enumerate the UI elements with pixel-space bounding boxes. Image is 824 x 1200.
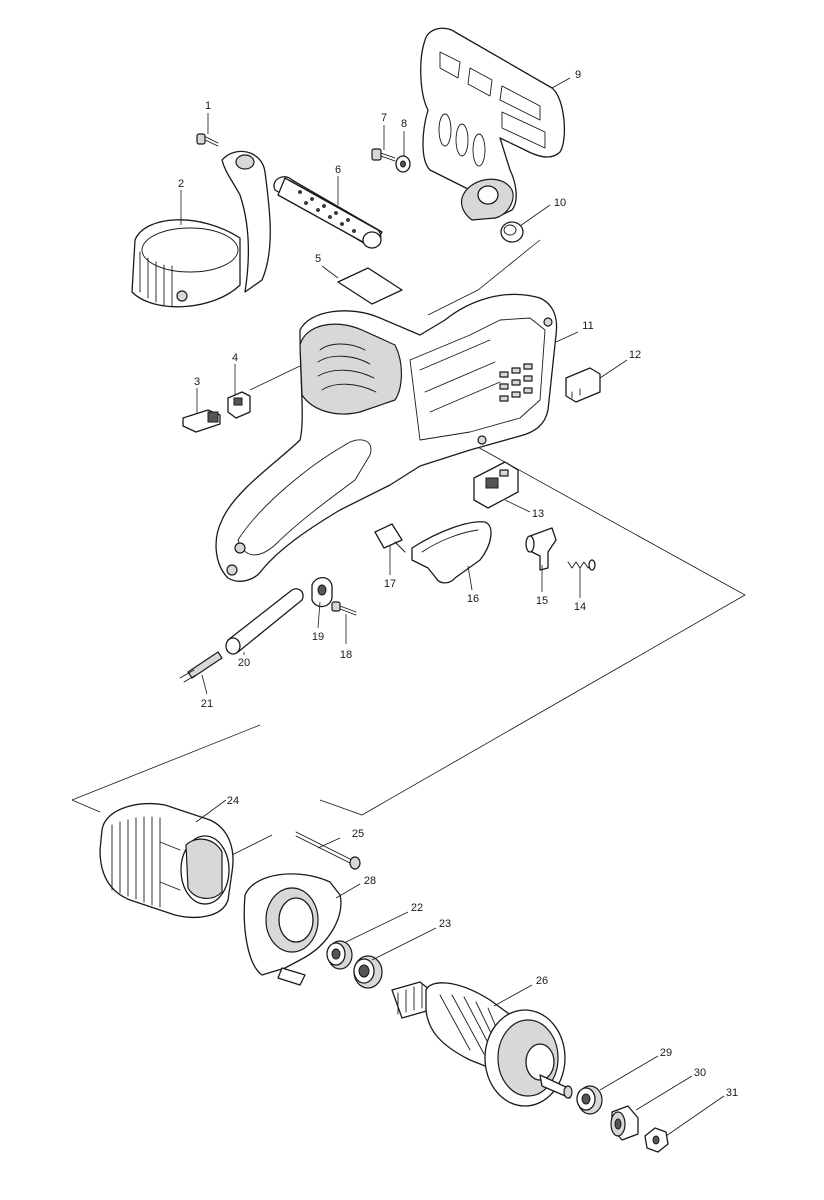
part-30-bushing[interactable] — [610, 1105, 639, 1141]
part-28-baffle-plate[interactable] — [243, 873, 342, 986]
callout-1: 1 — [205, 100, 211, 112]
part-14-spring[interactable] — [567, 559, 596, 571]
callout-12: 12 — [629, 349, 641, 361]
part-20-cord-guard[interactable] — [225, 588, 304, 655]
part-2-front-hand-guard[interactable] — [131, 150, 271, 308]
part-6-grip-sleeve[interactable] — [273, 176, 383, 249]
part-4-brush-holder-cap[interactable] — [227, 391, 251, 419]
callout-28: 28 — [364, 875, 376, 887]
part-3-carbon-brush[interactable] — [182, 409, 221, 433]
callout-24: 24 — [227, 795, 239, 807]
callout-6: 6 — [335, 164, 341, 176]
callout-13: 13 — [532, 508, 544, 520]
part-29-ball-bearing[interactable] — [576, 1085, 603, 1115]
part-12-micro-switch[interactable] — [565, 367, 601, 403]
part-31-hex-nut[interactable] — [644, 1127, 669, 1153]
part-1-screw[interactable] — [196, 133, 219, 147]
callout-19: 19 — [312, 631, 324, 643]
callout-11: 11 — [582, 320, 593, 332]
part-10-cap[interactable] — [500, 221, 524, 243]
callout-31: 31 — [726, 1087, 738, 1099]
callout-21: 21 — [201, 698, 213, 710]
part-15-lock-pin[interactable] — [525, 527, 557, 571]
assembly-group-lines — [71, 239, 746, 856]
part-17-lock-lever[interactable] — [374, 523, 406, 553]
callout-30: 30 — [694, 1067, 706, 1079]
callout-16: 16 — [467, 593, 479, 605]
callout-9: 9 — [575, 69, 581, 81]
callout-17: 17 — [384, 578, 396, 590]
callout-23: 23 — [439, 918, 451, 930]
part-13-switch[interactable] — [473, 461, 519, 509]
part-8-washer[interactable] — [395, 155, 411, 173]
callout-10: 10 — [554, 197, 566, 209]
part-9-handle-cover[interactable] — [420, 27, 566, 221]
sleeve-holes — [298, 190, 356, 233]
part-5-label[interactable] — [337, 267, 403, 305]
part-22-ball-bearing[interactable] — [326, 940, 353, 970]
part-24-field-stator[interactable] — [99, 802, 234, 918]
housing-vents — [499, 363, 533, 402]
part-11-motor-housing[interactable] — [215, 293, 558, 582]
callout-15: 15 — [536, 595, 548, 607]
callout-14: 14 — [574, 601, 586, 613]
callout-2: 2 — [178, 178, 184, 190]
callout-29: 29 — [660, 1047, 672, 1059]
callout-18: 18 — [340, 649, 352, 661]
callout-5: 5 — [315, 253, 321, 265]
hand-guard-ribs — [139, 251, 173, 307]
callout-26: 26 — [536, 975, 548, 987]
part-19-cord-clamp[interactable] — [311, 576, 333, 608]
callout-25: 25 — [352, 828, 364, 840]
part-26-armature[interactable] — [391, 981, 573, 1107]
callout-20: 20 — [238, 657, 250, 669]
callout-3: 3 — [194, 376, 200, 388]
part-21-power-cord[interactable] — [179, 651, 223, 683]
callout-22: 22 — [411, 902, 423, 914]
leader-lines — [180, 77, 725, 1137]
part-7-screw[interactable] — [371, 148, 396, 162]
part-18-screw[interactable] — [331, 601, 357, 616]
callout-7: 7 — [381, 112, 387, 124]
callout-8: 8 — [401, 118, 407, 130]
part-16-switch-trigger[interactable] — [411, 521, 492, 584]
callout-4: 4 — [232, 352, 238, 364]
part-25-screw[interactable] — [295, 831, 361, 870]
part-23-rubber-ring[interactable] — [353, 955, 383, 989]
commutator-segments — [397, 984, 423, 1015]
stator-laminations — [111, 816, 161, 908]
callout-labels: 1 2 3 4 5 6 7 8 9 10 11 12 13 14 15 16 1… — [178, 69, 738, 1099]
